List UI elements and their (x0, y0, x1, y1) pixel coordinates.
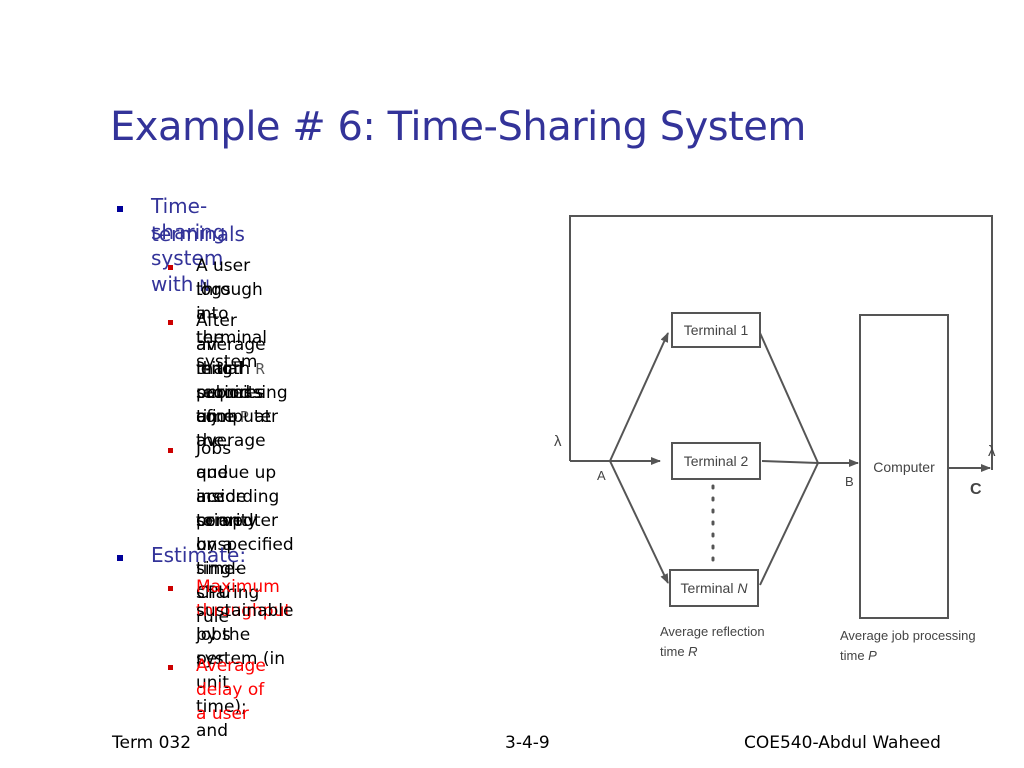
bullet-time-sharing-cont: terminals (151, 222, 245, 246)
bullet-marker (117, 555, 123, 561)
terminal-n-label: Terminal N (681, 580, 749, 596)
point-c-label: C (970, 481, 982, 498)
point-b-label: B (845, 474, 854, 489)
sub-bullet-throughput-line1: Maximum throughput (196, 577, 292, 621)
footer-slide-number: 3-4-9 (505, 733, 550, 753)
reflection-time-label-line1: Average reflection (660, 624, 765, 639)
sub-bullet-throughput-line2: sustainable by the system (in (196, 601, 294, 669)
terminal-2-box (671, 442, 761, 480)
sub-bullet-queue-line2: and are served by a single CPU (196, 463, 254, 603)
point-a-label: A (597, 468, 606, 483)
reflection-time-label-line2: time R (660, 644, 698, 659)
processing-time-label-line2: time P (840, 648, 877, 663)
slide-title: Example # 6: Time-Sharing System (110, 104, 806, 150)
computer-label: Computer (873, 459, 935, 475)
sub-bullet-marker (168, 320, 173, 325)
lambda-in-label: λ (554, 433, 562, 450)
footer-course: COE540-Abdul Waheed (744, 733, 941, 753)
terminal-1-label: Terminal 1 (684, 322, 749, 338)
edge-a-terminal1 (609, 332, 669, 462)
sub-bullet-period-line4: processing time P at the (196, 383, 288, 451)
feedback-loop-line (569, 215, 993, 470)
bullet-time-sharing: Time-sharing system with N (151, 193, 226, 299)
footer-term: Term 032 (112, 733, 192, 753)
bullet-estimate: Estimate: (151, 543, 247, 567)
sub-bullet-queue-line1: Jobs queue up inside computer (196, 439, 278, 531)
edge-terminal2-b (761, 460, 819, 464)
sub-bullet-marker (168, 665, 173, 670)
sub-bullet-period-line3: that requires an average (196, 359, 266, 451)
sub-bullet-period-line2: average length R submits a job (196, 335, 266, 427)
time-sharing-diagram: Terminal 1 Terminal 2 Terminal N Compute… (554, 215, 996, 663)
sub-bullet-queue-line3: according to an unspecified (196, 487, 294, 555)
edge-terminal1-b (759, 332, 819, 464)
terminal-1-box (671, 312, 761, 348)
variable-p: P (239, 408, 249, 426)
variable-r: R (255, 360, 265, 378)
edge-terminalN-b (759, 462, 819, 586)
sub-bullet-login-line1: A user logs into the system (196, 256, 258, 372)
terminal-n-box (669, 569, 759, 607)
sub-bullet-marker (168, 448, 173, 453)
processing-time-label-line1: Average job processing (840, 628, 976, 643)
computer-box (859, 314, 949, 619)
bullet-marker (117, 206, 123, 212)
lambda-out-label: λ (988, 443, 996, 460)
sub-bullet-throughput-line3: jobs per unit time); and (196, 625, 247, 741)
bullet-text: Time-sharing system with (151, 194, 226, 296)
sub-bullet-period-line1: After an initial period of (196, 311, 251, 427)
sub-bullet-period-line5: computer (196, 407, 278, 427)
sub-bullet-login-line2: through a terminal (196, 280, 268, 348)
sub-bullet-marker (168, 265, 173, 270)
edge-a-terminalN (609, 460, 669, 584)
variable-n: N (199, 276, 210, 295)
terminal-2-label: Terminal 2 (684, 453, 749, 469)
sub-bullet-marker (168, 586, 173, 591)
sub-bullet-delay: Average delay of a user (196, 656, 266, 724)
sub-bullet-queue-line4: priority or time-sharing rule (196, 511, 260, 627)
